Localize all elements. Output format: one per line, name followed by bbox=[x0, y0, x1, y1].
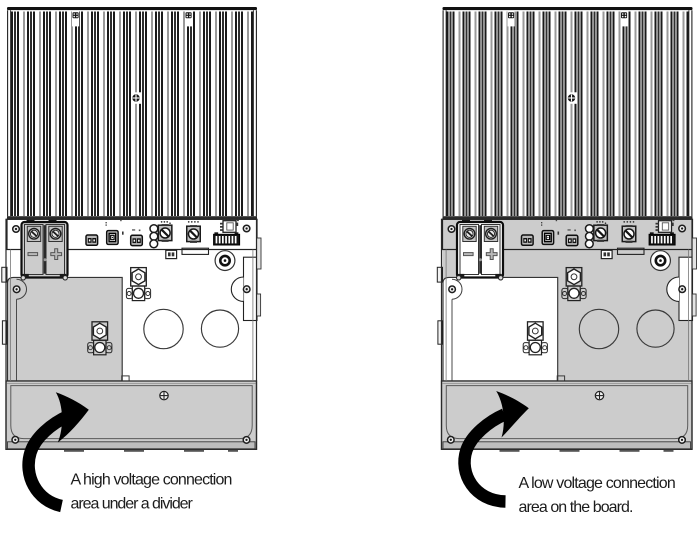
svg-text:area on the board.: area on the board. bbox=[519, 499, 633, 516]
svg-text:area under a divider: area under a divider bbox=[71, 495, 194, 512]
svg-text:A high voltage connection: A high voltage connection bbox=[71, 471, 232, 488]
svg-text:A low voltage connection: A low voltage connection bbox=[519, 475, 675, 492]
